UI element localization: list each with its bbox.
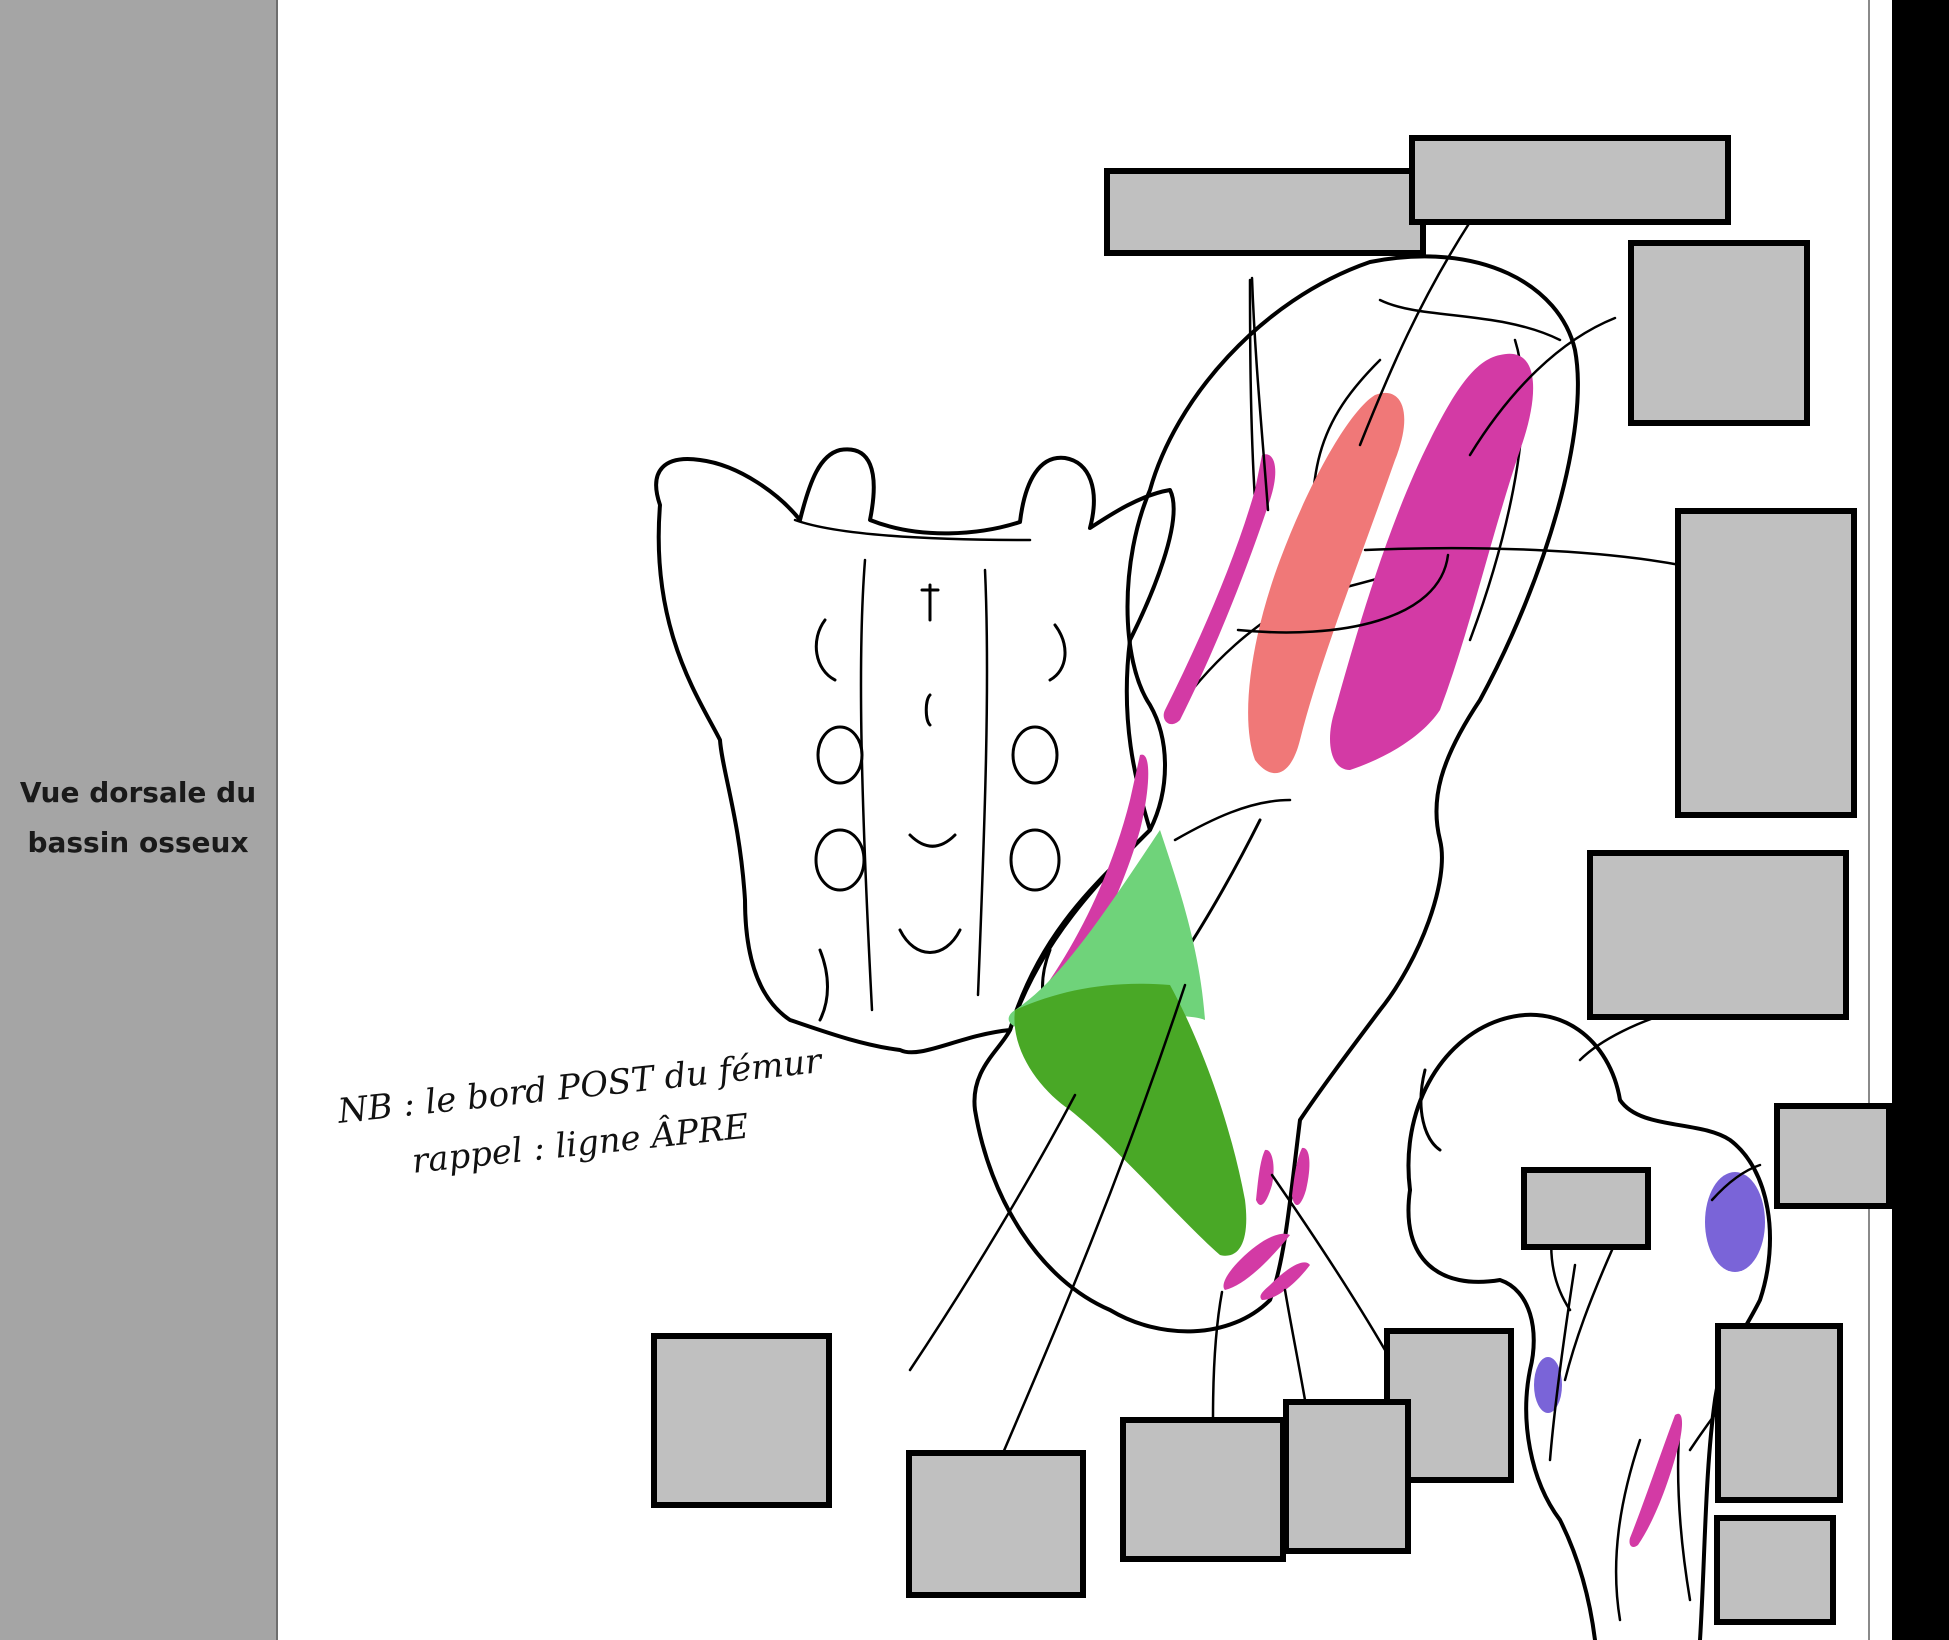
light-green-zone [1008, 830, 1205, 1031]
pointer-line [1358, 220, 1472, 447]
green-zone [1014, 983, 1247, 1256]
magenta-zone-small-2 [1292, 1147, 1310, 1206]
pointer-line [1468, 316, 1617, 457]
pointer-line [1548, 1263, 1577, 1462]
pointer-line [998, 983, 1187, 1462]
salmon-zone [1248, 392, 1405, 774]
magenta-zone-small-3 [1223, 1233, 1290, 1290]
label-box[interactable] [906, 1450, 1086, 1598]
magenta-zone-small-1 [1256, 1149, 1274, 1205]
pointer-line [1283, 1288, 1307, 1402]
magenta-zone-gluteal [1330, 353, 1534, 770]
purple-zone-lesser-trochanter [1534, 1357, 1562, 1413]
label-box[interactable] [651, 1333, 832, 1508]
right-edge-strip [1892, 0, 1949, 1640]
magenta-zone-small-4 [1260, 1262, 1310, 1300]
pointer-line [908, 1093, 1077, 1372]
label-box[interactable] [1120, 1417, 1286, 1562]
sidebar-title-line: Vue dorsale du [19, 776, 257, 809]
magenta-zone-lateral [1163, 454, 1276, 725]
pointer-line [1250, 276, 1270, 512]
pointer-line [1236, 553, 1450, 634]
label-box[interactable] [1587, 850, 1849, 1020]
purple-zone-trochanter [1705, 1172, 1765, 1272]
sidebar-title: Vue dorsale du bassin osseux [0, 768, 276, 868]
magenta-zone-linea-aspera [1629, 1413, 1683, 1548]
diagram-canvas [278, 0, 1870, 1640]
label-box[interactable] [1675, 508, 1857, 818]
muscle-attachments [1008, 353, 1765, 1548]
label-box[interactable] [1409, 135, 1731, 225]
pointer-line [1211, 1290, 1224, 1420]
label-box[interactable] [1714, 1515, 1836, 1625]
sidebar-panel: Vue dorsale du bassin osseux [0, 0, 278, 1640]
label-box[interactable] [1774, 1103, 1892, 1209]
label-box[interactable] [1628, 240, 1810, 426]
label-box[interactable] [1715, 1323, 1843, 1503]
label-box[interactable] [1521, 1167, 1651, 1250]
sacrum-outline [654, 447, 1176, 1055]
pointer-line [1363, 546, 1682, 567]
label-box[interactable] [1104, 168, 1426, 256]
sidebar-title-line: bassin osseux [27, 826, 249, 859]
pointer-line [1563, 1248, 1614, 1382]
pointer-line [1710, 1163, 1762, 1202]
pointer-line [1270, 1173, 1387, 1352]
label-box[interactable] [1283, 1399, 1411, 1554]
pointer-lines [908, 220, 1777, 1462]
